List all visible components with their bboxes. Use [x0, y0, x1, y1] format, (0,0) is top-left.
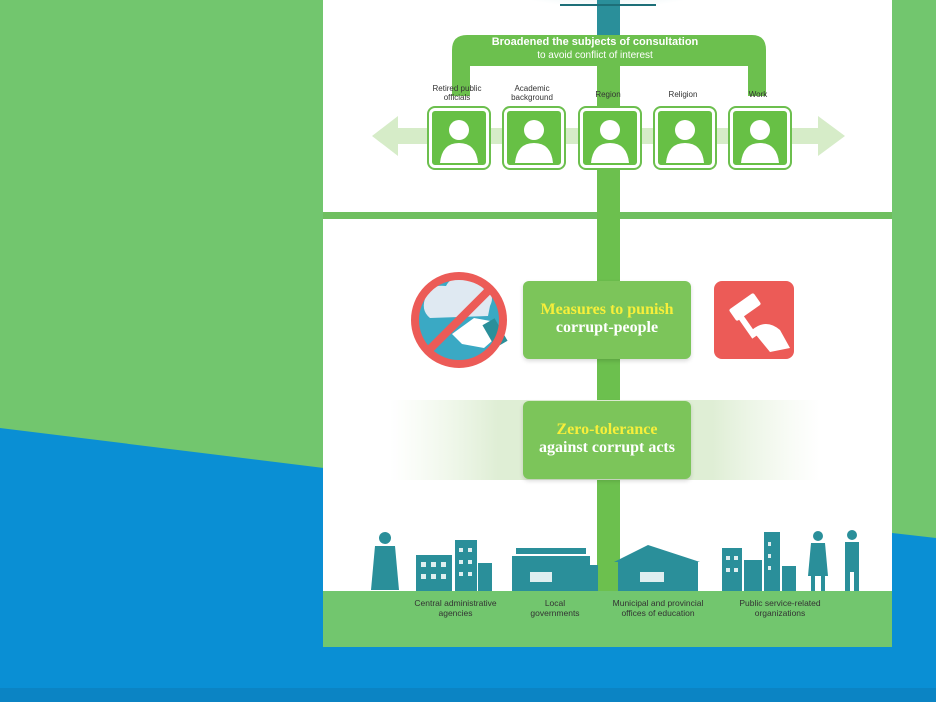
banner-title: Broadened the subjects of consultation	[491, 36, 699, 48]
building-icon	[722, 532, 796, 591]
person-box-region	[580, 108, 640, 168]
arrow-left	[372, 116, 398, 156]
zero-tolerance-card: Zero-tolerance against corrupt acts	[523, 401, 691, 479]
banner-subtitle: to avoid conflict of interest	[537, 50, 653, 61]
person-label-region: Region	[595, 90, 621, 99]
person-label-academic: Academic background	[511, 84, 553, 102]
arrow-right	[818, 116, 845, 156]
measures-text: corrupt-people	[555, 319, 659, 336]
person-icon	[591, 120, 629, 163]
person-icon	[666, 120, 704, 163]
ground-strip	[323, 591, 892, 647]
org-label-central: Central administrative agencies	[414, 598, 497, 618]
building-icon	[416, 540, 492, 591]
person-label-religion: Religion	[668, 90, 698, 99]
person-icon	[515, 120, 553, 163]
consultation-banner	[452, 35, 766, 96]
person-box-academic	[504, 108, 564, 168]
measures-highlight: Measures to punish	[540, 301, 674, 318]
building-icon	[512, 548, 598, 591]
no-bribe-icon	[411, 272, 508, 368]
person-icon	[741, 120, 779, 163]
org-label-education: Municipal and provincial offices of educ…	[612, 598, 704, 618]
office-worker-icon	[845, 530, 859, 591]
top-pole	[597, 0, 620, 36]
top-line	[560, 4, 656, 6]
building-icon	[614, 545, 700, 591]
zero-text: against corrupt acts	[539, 439, 675, 456]
person-box-retired	[429, 108, 489, 168]
person-box-religion	[655, 108, 715, 168]
office-worker-icon	[808, 531, 828, 591]
measures-card: Measures to punish corrupt-people	[523, 281, 691, 359]
zero-highlight: Zero-tolerance	[556, 421, 658, 438]
org-label-public-service: Public service-related organizations	[739, 598, 821, 618]
person-label-retired: Retired public officials	[432, 84, 482, 102]
person-icon	[440, 120, 478, 163]
person-box-work	[730, 108, 790, 168]
building-windows	[421, 542, 771, 582]
judge-icon	[371, 532, 399, 590]
skyline	[371, 530, 859, 591]
person-label-work: Work	[748, 90, 768, 99]
org-label-local: Local governments	[530, 598, 580, 618]
gavel-icon	[714, 281, 794, 359]
